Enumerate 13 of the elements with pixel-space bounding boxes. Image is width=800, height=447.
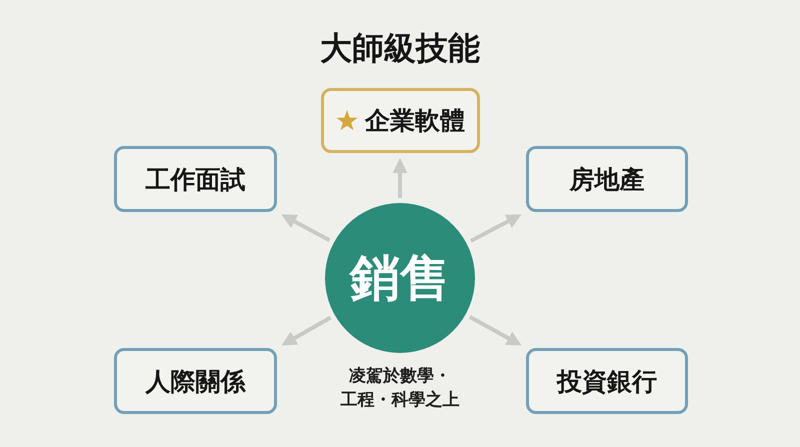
skill-box: 投資銀行 [526, 348, 688, 414]
title: 大師級技能 [320, 28, 480, 68]
center-circle: 銷售 [325, 203, 475, 353]
arrow [281, 214, 330, 242]
skill-box: 人際關係 [114, 348, 277, 414]
arrow [470, 214, 522, 243]
skill-box: 工作面試 [114, 146, 277, 212]
arrow [392, 158, 408, 198]
arrow [281, 316, 332, 346]
note-text: 凌駕於數學・工程・科學之上 [340, 365, 460, 412]
skill-box: 房地產 [526, 146, 688, 212]
skill-box [321, 88, 480, 153]
box-label: 企業軟體 [365, 105, 465, 137]
